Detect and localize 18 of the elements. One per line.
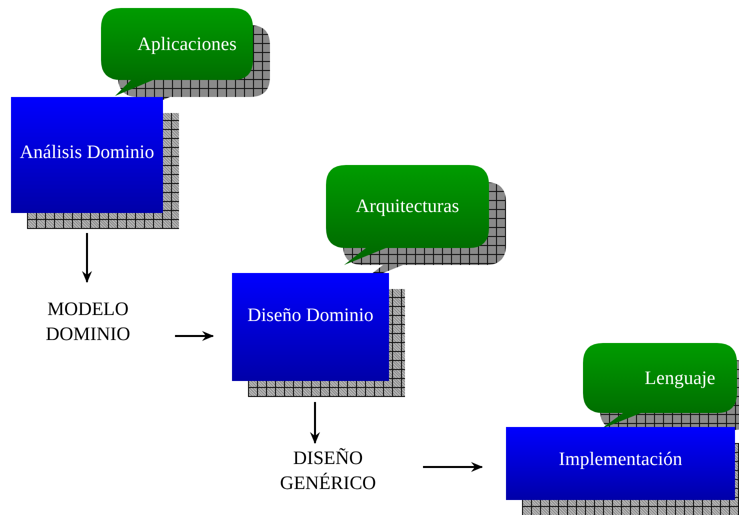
box-label: Implementación — [558, 448, 682, 472]
bubble-label: Lenguaje — [644, 366, 716, 390]
process-box — [11, 97, 163, 213]
bubble-label: Aplicaciones — [136, 32, 237, 56]
arrow — [310, 402, 320, 444]
bubble-label: Arquitecturas — [356, 195, 460, 219]
arrow — [175, 331, 214, 341]
arrow — [423, 462, 483, 472]
stage-label: MODELO DOMINIO — [44, 298, 132, 347]
arrow — [82, 233, 92, 283]
box-label: Diseño Dominio — [247, 304, 374, 328]
stage-label: DISEÑO GENÉRICO — [278, 447, 378, 496]
speech-bubble — [101, 8, 253, 96]
speech-bubble — [326, 165, 489, 265]
process-box — [232, 273, 389, 381]
process-box — [506, 427, 735, 500]
box-label: Análisis Dominio — [20, 140, 154, 164]
speech-bubble — [583, 343, 737, 429]
